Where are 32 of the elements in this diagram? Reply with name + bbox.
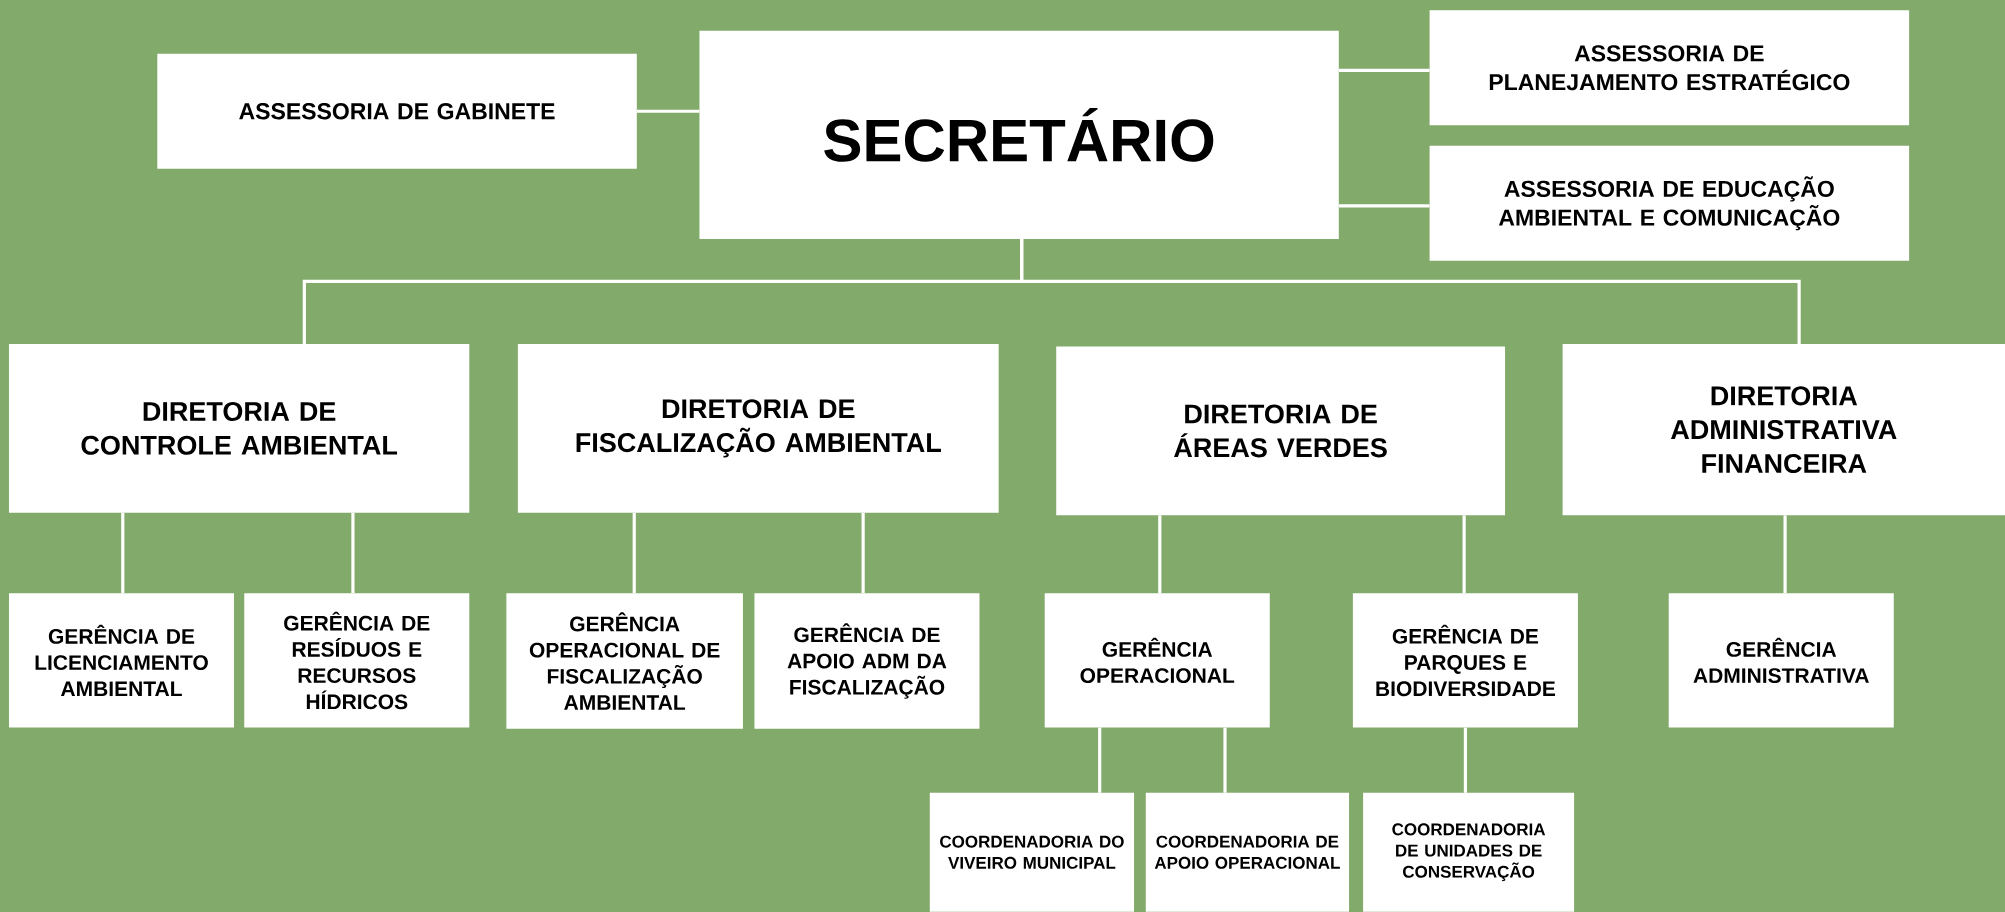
directorate-box: DIRETORIA DE FISCALIZAÇÃO AMBIENTAL (517, 343, 999, 513)
department-box: GERÊNCIA ADMINISTRATIVA (1668, 593, 1894, 728)
connector-line (351, 512, 355, 594)
advisory-box: ASSESSORIA DE EDUCAÇÃO AMBIENTAL E COMUNICAÇÃO (1429, 145, 1910, 261)
connector-line (1223, 727, 1227, 793)
department-box: GERÊNCIA DE APOIO ADM DA FISCALIZAÇÃO (754, 593, 980, 729)
department-box: GERÊNCIA OPERACIONAL (1044, 593, 1270, 728)
department-box: GERÊNCIA OPERACIONAL DE FISCALIZAÇÃO AMBIENTAL (506, 593, 743, 729)
connector-line (121, 512, 125, 594)
directorate-box: DIRETORIA DE CONTROLE AMBIENTAL (8, 343, 470, 513)
connector-line (1463, 727, 1467, 793)
connector-line (1338, 204, 1430, 208)
connector-line (1098, 727, 1102, 793)
unit-box: COORDENADORIA DE UNIDADES DE CONSERVAÇÃO (1363, 792, 1575, 912)
connector-line (861, 512, 865, 594)
connector-line (1462, 515, 1466, 594)
connector-line (636, 109, 700, 113)
directorate-box: DIRETORIA ADMINISTRATIVA FINANCEIRA (1562, 343, 2005, 516)
department-box: GERÊNCIA DE RESÍDUOS E RECURSOS HÍDRICOS (244, 593, 470, 728)
unit-box: COORDENADORIA DO VIVEIRO MUNICIPAL (929, 792, 1135, 912)
connector-line (1020, 239, 1801, 344)
department-box: GERÊNCIA DE PARQUES E BIODIVERSIDADE (1352, 593, 1578, 728)
advisory-box: ASSESSORIA DE PLANEJAMENTO ESTRATÉGICO (1429, 10, 1910, 126)
unit-box: COORDENADORIA DE APOIO OPERACIONAL (1145, 792, 1350, 912)
advisory-box: ASSESSORIA DE GABINETE (157, 53, 637, 169)
department-box: GERÊNCIA DE LICENCIAMENTO AMBIENTAL (8, 593, 234, 728)
connector-line (1338, 68, 1430, 72)
connector-line (1158, 515, 1162, 594)
connector-line (1783, 515, 1787, 594)
title-box: SECRETÁRIO (699, 30, 1339, 240)
directorate-box: DIRETORIA DE ÁREAS VERDES (1056, 346, 1506, 516)
connector-line (632, 512, 636, 594)
